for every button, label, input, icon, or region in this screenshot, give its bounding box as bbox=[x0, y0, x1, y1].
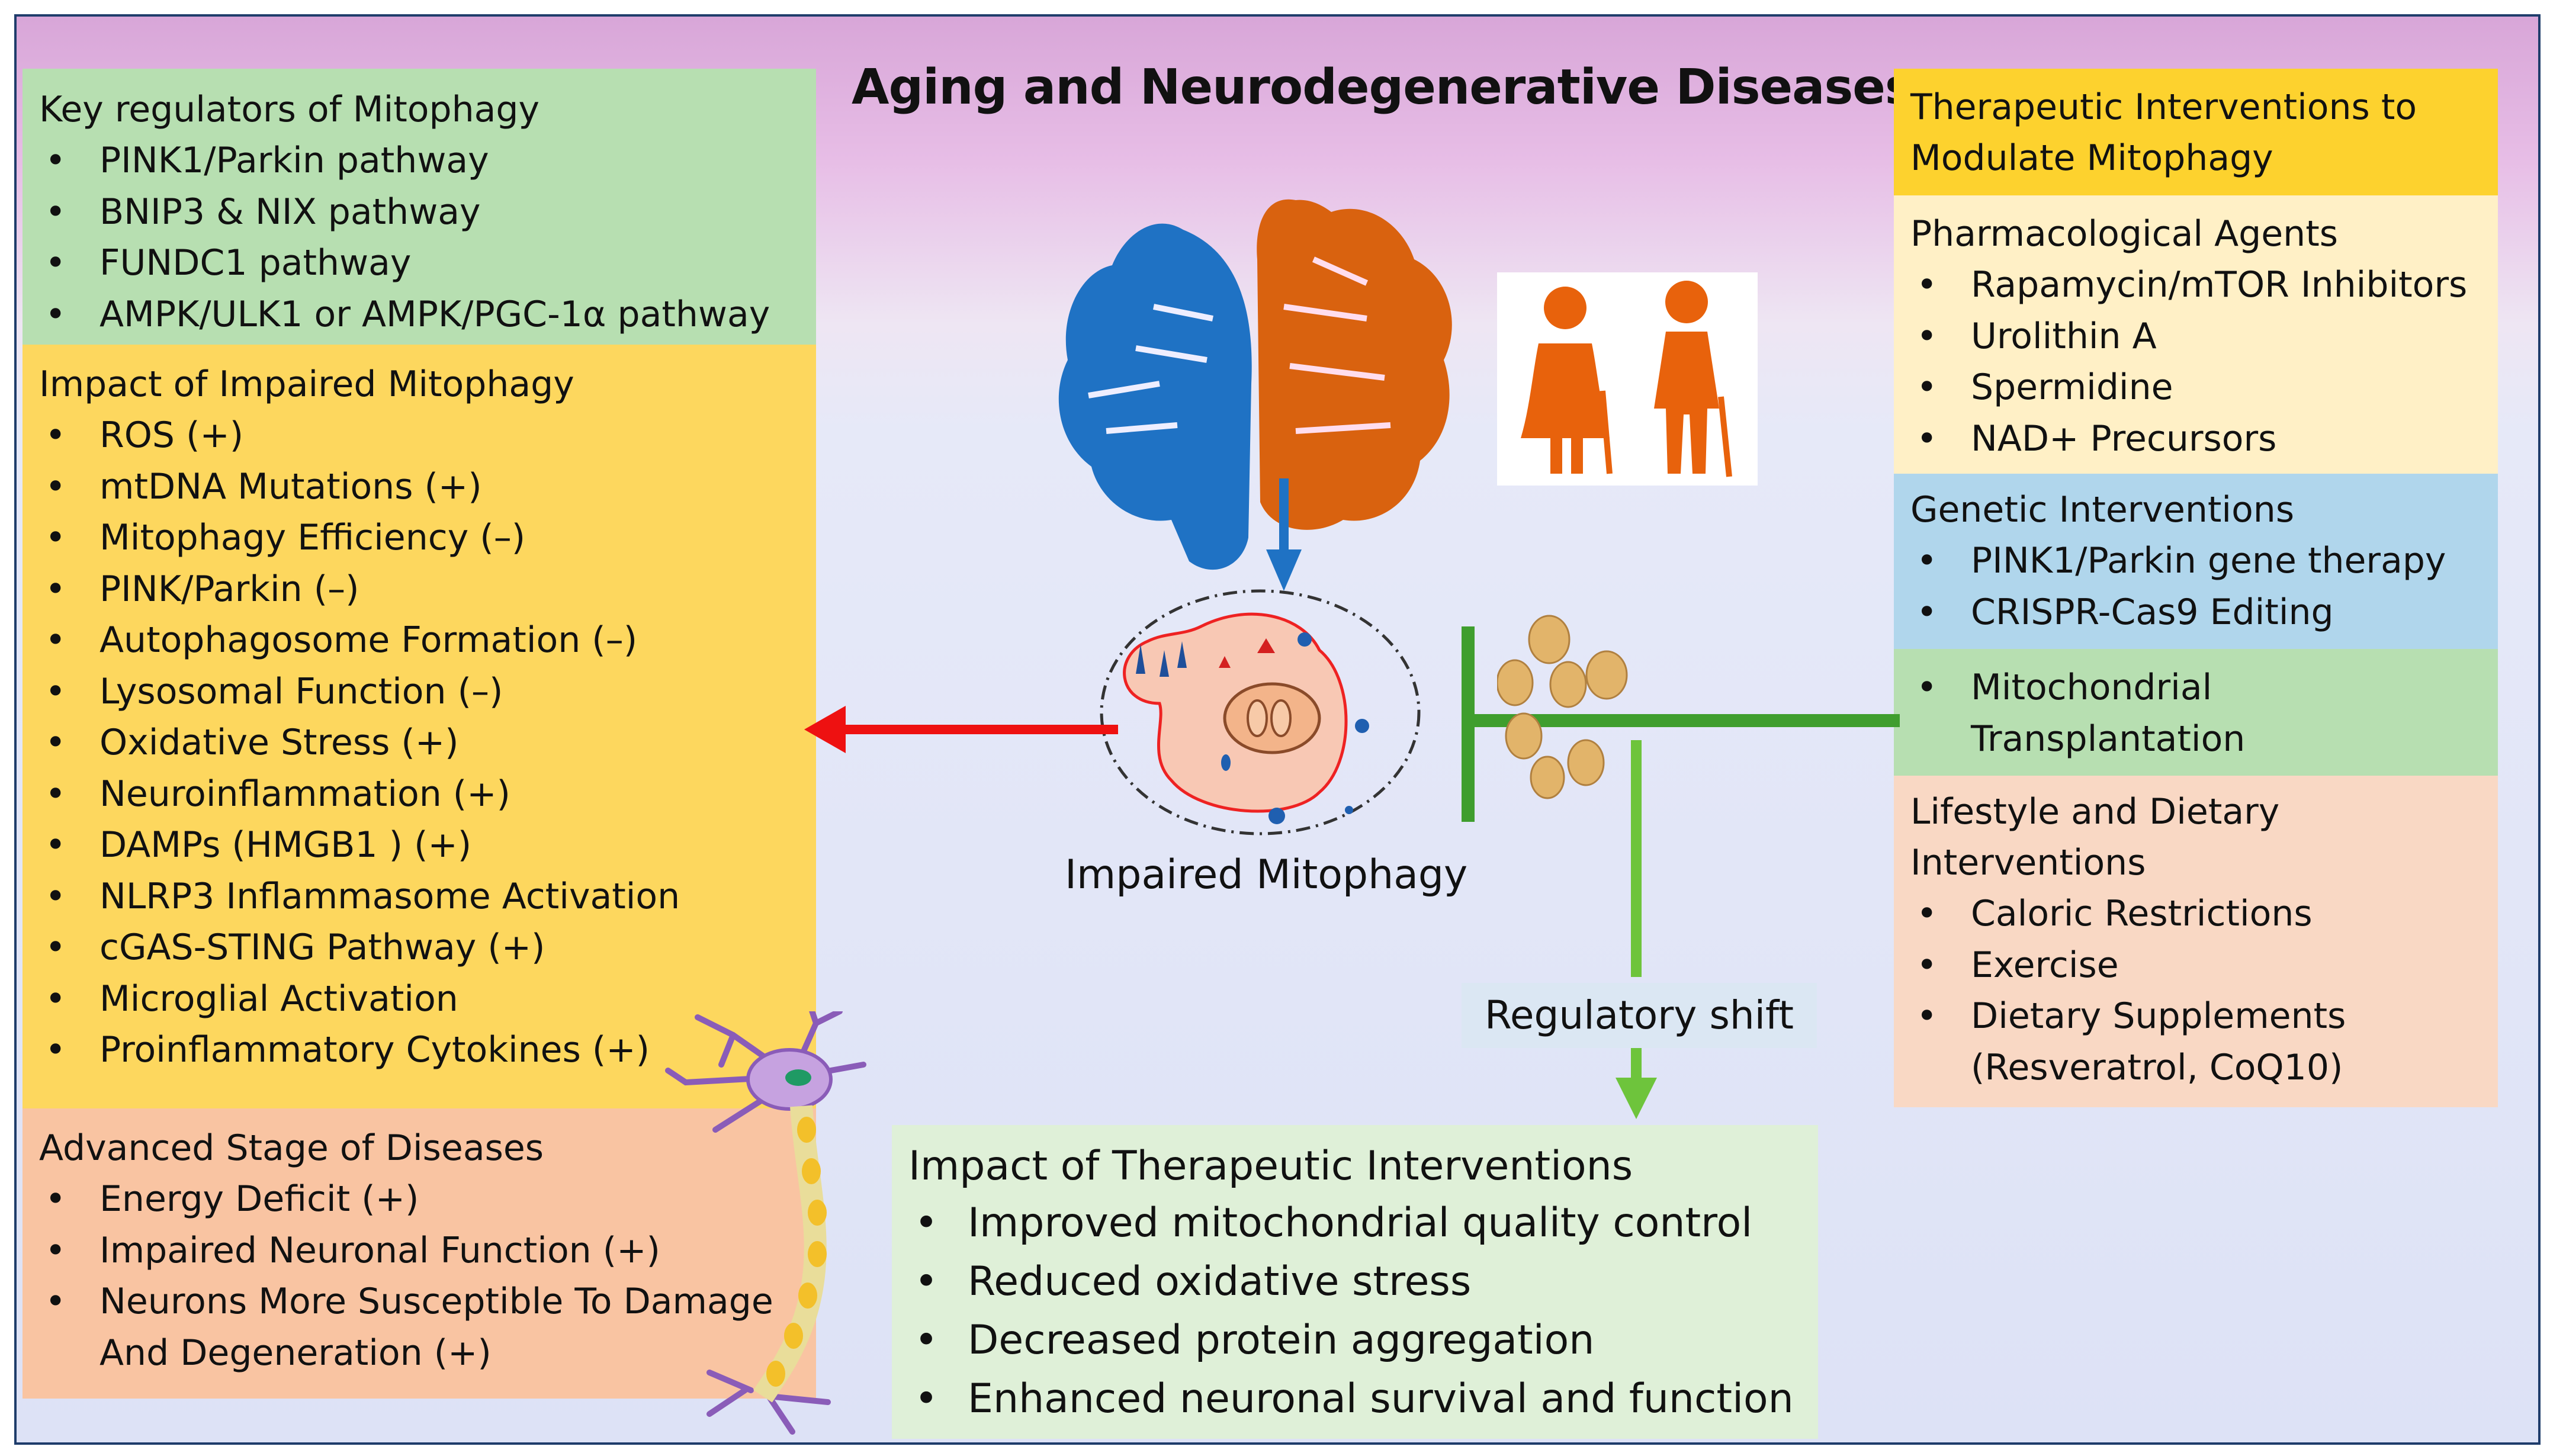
supplements-detail: (Resveratrol, CoQ10) bbox=[1971, 1046, 2343, 1088]
key-regulators-list: PINK1/Parkin pathway BNIP3 & NIX pathway… bbox=[39, 135, 799, 340]
transplant-box: Mitochondrial Transplantation bbox=[1894, 649, 2498, 776]
therapeutic-heading-line1: Therapeutic Interventions to bbox=[1910, 86, 2417, 128]
list-item: NAD+ Precursors bbox=[1910, 413, 2481, 465]
key-regulators-heading: Key regulators of Mitophagy bbox=[39, 89, 539, 130]
list-item: Oxidative Stress (+) bbox=[39, 717, 799, 769]
genetic-list: PINK1/Parkin gene therapy CRISPR-Cas9 Ed… bbox=[1910, 535, 2481, 638]
key-regulators-box: Key regulators of Mitophagy PINK1/Parkin… bbox=[23, 69, 816, 345]
list-item: Caloric Restrictions bbox=[1910, 888, 2481, 940]
diagram-title: Aging and Neurodegenerative Diseases bbox=[852, 59, 1914, 115]
list-item: Impaired Neuronal Function (+) bbox=[39, 1225, 799, 1277]
list-item: Lysosomal Function (–) bbox=[39, 666, 799, 718]
diagram-frame: Aging and Neurodegenerative Diseases Key… bbox=[14, 14, 2541, 1445]
therapeutic-heading-line2: Modulate Mitophagy bbox=[1910, 137, 2273, 179]
impaired-cell-icon bbox=[1100, 589, 1421, 835]
inhibition-bar bbox=[1462, 626, 1900, 822]
list-item: Proinflammatory Cytokines (+) bbox=[39, 1024, 799, 1076]
list-item: Energy Deficit (+) bbox=[39, 1174, 799, 1225]
list-item: Autophagosome Formation (–) bbox=[39, 615, 799, 666]
list-item: Neuroinflammation (+) bbox=[39, 769, 799, 820]
regulatory-shift-label: Regulatory shift bbox=[1462, 983, 1817, 1048]
list-item: PINK1/Parkin gene therapy bbox=[1910, 535, 2481, 587]
advanced-stage-box: Advanced Stage of Diseases Energy Defici… bbox=[23, 1108, 816, 1399]
pharma-list: Rapamycin/mTOR Inhibitors Urolithin A Sp… bbox=[1910, 259, 2481, 464]
list-item: Improved mitochondrial quality control bbox=[908, 1194, 1801, 1252]
therapeutic-heading-box: Therapeutic Interventions to Modulate Mi… bbox=[1894, 69, 2498, 195]
brain-icon bbox=[1058, 199, 1452, 570]
blue-down-arrow bbox=[1266, 478, 1302, 591]
red-left-arrow bbox=[804, 706, 1118, 753]
mitochondria-icon bbox=[1497, 615, 1628, 799]
list-item: Microglial Activation bbox=[39, 973, 799, 1025]
list-item: Decreased protein aggregation bbox=[908, 1311, 1801, 1370]
impaired-mitophagy-label: Impaired Mitophagy bbox=[1065, 851, 1468, 898]
impaired-impact-heading: Impact of Impaired Mitophagy bbox=[39, 364, 574, 405]
list-item: Reduced oxidative stress bbox=[908, 1252, 1801, 1311]
lifestyle-box: Lifestyle and Dietary Interventions Calo… bbox=[1894, 776, 2498, 1107]
genetic-box: Genetic Interventions PINK1/Parkin gene … bbox=[1894, 474, 2498, 649]
list-item: PINK1/Parkin pathway bbox=[39, 135, 799, 187]
transplant-list: Mitochondrial bbox=[1910, 662, 2481, 713]
list-item: Enhanced neuronal survival and function bbox=[908, 1370, 1801, 1428]
advanced-stage-heading: Advanced Stage of Diseases bbox=[39, 1127, 544, 1169]
pharma-box: Pharmacological Agents Rapamycin/mTOR In… bbox=[1894, 195, 2498, 474]
list-item: Urolithin A bbox=[1910, 311, 2481, 362]
list-item: CRISPR-Cas9 Editing bbox=[1910, 587, 2481, 638]
green-down-arrow bbox=[1616, 740, 1657, 1119]
list-item: Neurons More Susceptible To Damage And D… bbox=[39, 1276, 786, 1378]
list-item: AMPK/ULK1 or AMPK/PGC-1α pathway bbox=[39, 289, 799, 340]
lifestyle-list: Caloric Restrictions Exercise Dietary Su… bbox=[1910, 888, 2481, 1042]
therapeutic-impact-heading: Impact of Therapeutic Interventions bbox=[908, 1143, 1633, 1190]
list-item: Rapamycin/mTOR Inhibitors bbox=[1910, 259, 2481, 311]
list-item: ROS (+) bbox=[39, 410, 799, 461]
lifestyle-heading-line2: Interventions bbox=[1910, 842, 2146, 883]
therapeutic-impact-list: Improved mitochondrial quality control R… bbox=[908, 1194, 1801, 1428]
list-item: BNIP3 & NIX pathway bbox=[39, 187, 799, 238]
neuron-icon bbox=[665, 1011, 866, 1435]
pharma-heading: Pharmacological Agents bbox=[1910, 213, 2338, 255]
advanced-stage-list: Energy Deficit (+) Impaired Neuronal Fun… bbox=[39, 1174, 799, 1378]
therapeutic-impact-box: Impact of Therapeutic Interventions Impr… bbox=[892, 1125, 1818, 1439]
list-item: Mitophagy Efficiency (–) bbox=[39, 512, 799, 564]
list-item: PINK/Parkin (–) bbox=[39, 564, 799, 615]
list-item: Exercise bbox=[1910, 940, 2481, 991]
genetic-heading: Genetic Interventions bbox=[1910, 489, 2295, 531]
impaired-impact-list: ROS (+) mtDNA Mutations (+) Mitophagy Ef… bbox=[39, 410, 799, 1076]
list-item: cGAS-STING Pathway (+) bbox=[39, 922, 799, 973]
list-item: Spermidine bbox=[1910, 362, 2481, 413]
list-item: Mitochondrial bbox=[1910, 662, 2481, 713]
list-item: mtDNA Mutations (+) bbox=[39, 461, 799, 513]
list-item: Dietary Supplements bbox=[1910, 991, 2481, 1042]
impaired-impact-box: Impact of Impaired Mitophagy ROS (+) mtD… bbox=[23, 345, 816, 1108]
transplant-line2: Transplantation bbox=[1971, 718, 2246, 760]
list-item: DAMPs (HMGB1 ) (+) bbox=[39, 819, 799, 871]
elderly-couple-icon bbox=[1497, 272, 1758, 486]
list-item: NLRP3 Inflammasome Activation bbox=[39, 871, 799, 923]
list-item: FUNDC1 pathway bbox=[39, 237, 799, 289]
lifestyle-heading-line1: Lifestyle and Dietary bbox=[1910, 791, 2280, 833]
